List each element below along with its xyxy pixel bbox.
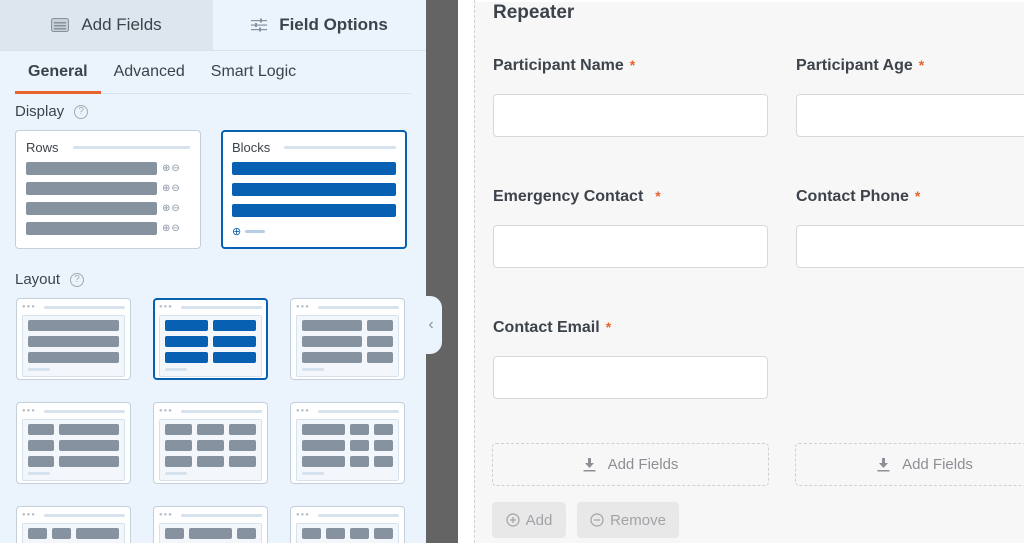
dropzone-label: Add Fields <box>902 456 973 473</box>
participant-age-input[interactable] <box>796 94 1024 137</box>
sliders-icon <box>251 18 268 32</box>
layout-option-quarter-quarter-half[interactable]: ●●● <box>16 506 131 543</box>
layout-option-two-columns-equal[interactable]: ●●● <box>153 298 268 380</box>
minus-circle-icon <box>590 513 604 527</box>
layout-option-half-quarter-quarter[interactable]: ●●● <box>290 402 405 484</box>
download-icon <box>877 457 890 472</box>
window-dots-icon: ●●● <box>22 304 36 310</box>
builder-gutter <box>458 0 474 543</box>
chevron-left-icon: ‹ <box>428 316 434 333</box>
layout-section-label: Layout ? <box>15 271 426 288</box>
plus-circle-icon <box>506 513 520 527</box>
list-icon <box>51 18 70 32</box>
display-option-rows[interactable]: Rows ⊕⊖ ⊕⊖ ⊕⊖ ⊕⊖ <box>15 130 201 249</box>
add-fields-dropzone-right[interactable]: Add Fields <box>795 443 1024 486</box>
field-label: Contact Email <box>493 319 600 336</box>
collapse-panel-button[interactable]: ‹ <box>420 296 442 354</box>
field-label: Emergency Contact <box>493 188 644 205</box>
emergency-contact-input[interactable] <box>493 225 768 268</box>
required-marker: * <box>655 188 661 204</box>
download-icon <box>583 457 596 472</box>
field-participant-name[interactable]: Participant Name * <box>493 57 768 137</box>
contact-email-input[interactable] <box>493 356 768 399</box>
window-dots-icon: ●●● <box>296 512 310 518</box>
subtab-smart-logic[interactable]: Smart Logic <box>210 63 297 80</box>
field-participant-age[interactable]: Participant Age * <box>796 57 1024 137</box>
add-label: Add <box>525 511 553 529</box>
field-label: Contact Phone <box>796 188 909 205</box>
layout-label: Layout <box>15 271 61 288</box>
required-marker: * <box>918 57 925 73</box>
field-contact-email[interactable]: Contact Email * <box>493 319 768 399</box>
window-dots-icon: ●●● <box>22 512 36 518</box>
add-fields-dropzone-left[interactable]: Add Fields <box>492 443 769 486</box>
required-marker: * <box>914 188 921 204</box>
layout-option-two-thirds-one-third[interactable]: ●●● <box>290 298 405 380</box>
sub-tabs: General Advanced Smart Logic <box>15 51 411 94</box>
layout-options: ●●● ●●● ●●● ●●● ●●● ●●● ●●● ●●● ●●● <box>16 298 426 543</box>
dropzone-label: Add Fields <box>607 456 679 473</box>
window-dots-icon: ●●● <box>22 408 36 414</box>
window-dots-icon: ●●● <box>296 408 310 414</box>
layout-option-three-columns-equal[interactable]: ●●● <box>153 402 268 484</box>
tab-add-fields-label: Add Fields <box>81 15 162 34</box>
window-dots-icon: ●●● <box>159 408 173 414</box>
add-remove-icon: ⊕⊖ <box>162 163 181 174</box>
window-dots-icon: ●●● <box>159 512 173 518</box>
tab-add-fields[interactable]: Add Fields <box>0 0 213 50</box>
display-label: Display <box>15 103 65 120</box>
repeater-title: Repeater <box>493 2 575 23</box>
layout-option-one-column[interactable]: ●●● <box>16 298 131 380</box>
remove-row-button[interactable]: Remove <box>577 502 679 538</box>
tab-field-options-label: Field Options <box>279 15 388 34</box>
layout-option-one-third-two-thirds[interactable]: ●●● <box>16 402 131 484</box>
layout-option-four-columns-equal[interactable]: ●●● <box>290 506 405 543</box>
required-marker: * <box>605 319 612 335</box>
field-label: Participant Name <box>493 57 624 74</box>
window-dots-icon: ●●● <box>296 304 310 310</box>
window-dots-icon: ●●● <box>159 304 173 310</box>
display-options: Rows ⊕⊖ ⊕⊖ ⊕⊖ ⊕⊖ Blocks ⊕ <box>15 130 426 249</box>
field-emergency-contact[interactable]: Emergency Contact * <box>493 188 768 268</box>
repeater-field-preview[interactable]: Repeater Participant Name * Participant A… <box>474 0 1024 543</box>
display-option-blocks[interactable]: Blocks ⊕ <box>221 130 407 249</box>
subtab-advanced[interactable]: Advanced <box>113 63 185 80</box>
remove-label: Remove <box>610 511 666 529</box>
tab-field-options[interactable]: Field Options <box>213 0 426 50</box>
field-contact-phone[interactable]: Contact Phone * <box>796 188 1024 268</box>
participant-name-input[interactable] <box>493 94 768 137</box>
contact-phone-input[interactable] <box>796 225 1024 268</box>
help-icon[interactable]: ? <box>70 272 85 287</box>
add-row-button[interactable]: Add <box>492 502 566 538</box>
add-remove-icon: ⊕⊖ <box>162 223 181 234</box>
layout-option-quarter-half-quarter[interactable]: ●●● <box>153 506 268 543</box>
blocks-label: Blocks <box>232 140 271 155</box>
display-section-label: Display ? <box>15 103 426 120</box>
required-marker: * <box>629 57 636 73</box>
field-options-panel: Add Fields Field Options General Advance… <box>0 0 426 543</box>
panel-divider <box>426 0 458 543</box>
rows-label: Rows <box>26 140 59 155</box>
help-icon[interactable]: ? <box>74 104 89 119</box>
plus-circle-icon: ⊕ <box>232 226 242 238</box>
add-remove-icon: ⊕⊖ <box>162 183 181 194</box>
add-remove-icon: ⊕⊖ <box>162 203 181 214</box>
panel-tabs: Add Fields Field Options <box>0 0 426 51</box>
field-label: Participant Age <box>796 57 913 74</box>
subtab-general[interactable]: General <box>15 51 101 94</box>
